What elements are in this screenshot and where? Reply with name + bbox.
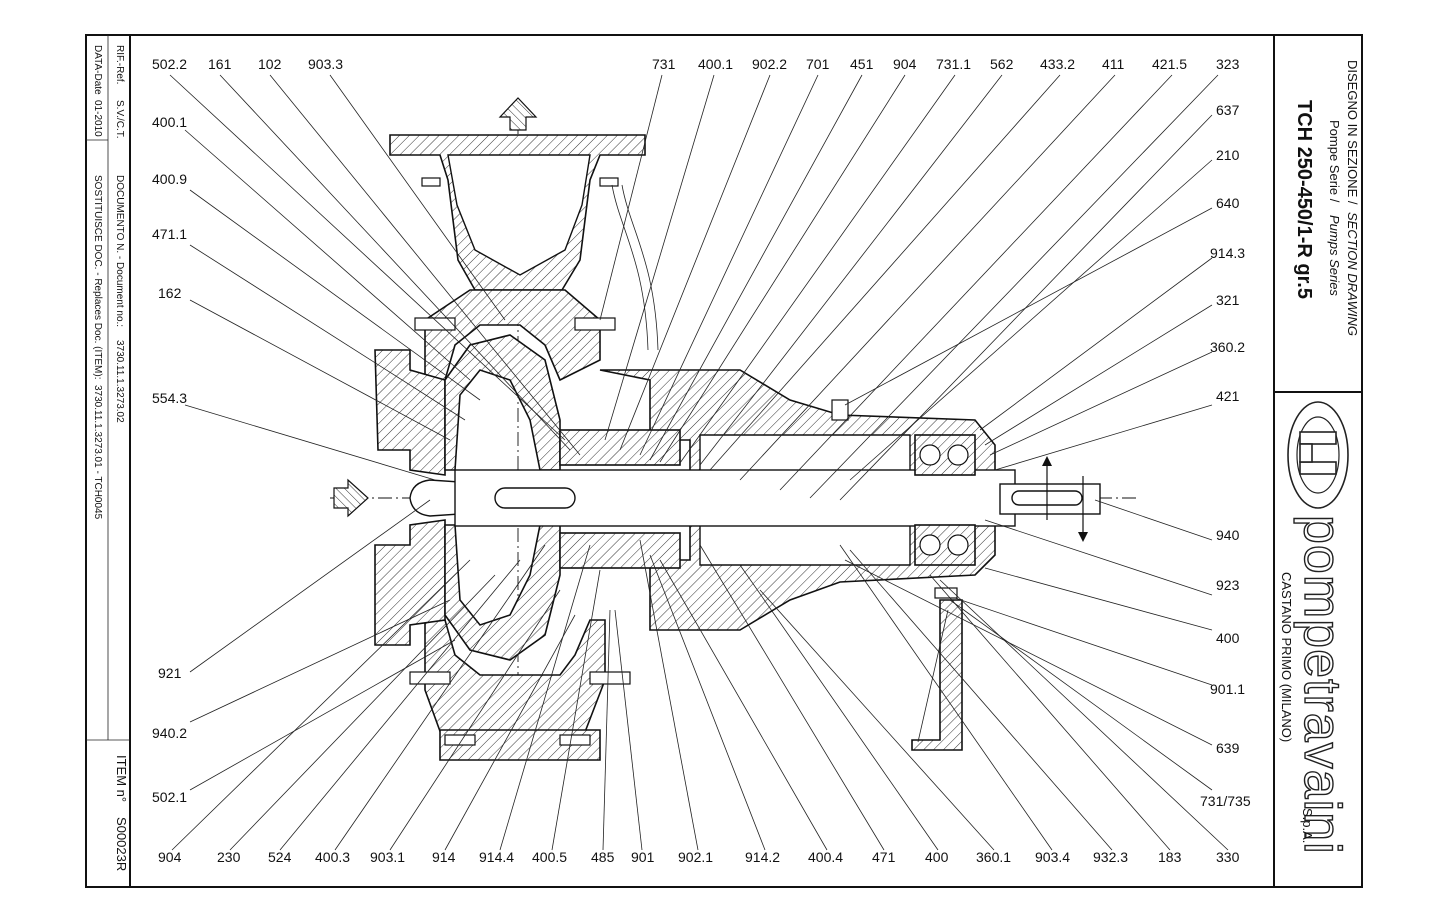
- label-top-6: 902.2: [752, 56, 787, 72]
- heading-it: DISEGNO IN SEZIONE /: [1345, 60, 1360, 205]
- label-bottom-19: 330: [1216, 849, 1240, 865]
- labels-bottom: 904 230 524 400.3 903.1 914 914.4 400.5 …: [158, 849, 1240, 865]
- label-left-7: 502.1: [152, 789, 187, 805]
- label-left-5: 921: [158, 665, 182, 681]
- label-top-5: 400.1: [698, 56, 733, 72]
- date-value: 01-2010: [92, 100, 103, 137]
- doc-label: DOCUMENTO N. - Document no.:: [114, 175, 125, 327]
- label-top-10: 731.1: [936, 56, 971, 72]
- label-right-10: 901.1: [1210, 681, 1245, 697]
- label-left-6: 940.2: [152, 725, 187, 741]
- label-top-14: 421.5: [1152, 56, 1187, 72]
- label-top-1: 161: [208, 56, 232, 72]
- bearing-set: [914, 434, 976, 566]
- date-label: DATA-Date: [92, 45, 103, 95]
- label-right-5: 360.2: [1210, 339, 1245, 355]
- label-bottom-11: 914.2: [745, 849, 780, 865]
- label-right-1: 210: [1216, 147, 1240, 163]
- arrow-right-icon: [333, 478, 369, 518]
- label-right-8: 923: [1216, 577, 1240, 593]
- label-right-0: 637: [1216, 102, 1240, 118]
- label-bottom-2: 524: [268, 849, 292, 865]
- label-bottom-1: 230: [217, 849, 241, 865]
- label-bottom-6: 914.4: [479, 849, 514, 865]
- drawing-frame: [85, 34, 1363, 888]
- label-right-6: 421: [1216, 388, 1240, 404]
- labels-top: 502.2 161 102 903.3 731 400.1 902.2 701 …: [152, 56, 1240, 72]
- label-bottom-14: 400: [925, 849, 949, 865]
- leader-lines: [169, 74, 1229, 851]
- title-block: DISEGNO IN SEZIONE / SECTION DRAWING Pom…: [1279, 60, 1360, 855]
- item-value: S00023R: [114, 817, 129, 871]
- label-left-0: 400.1: [152, 114, 187, 130]
- pump-section: [330, 120, 1140, 761]
- label-right-11: 639: [1216, 740, 1240, 756]
- label-top-11: 562: [990, 56, 1014, 72]
- label-right-12: 731/735: [1200, 793, 1251, 809]
- labels-left: 400.1 400.9 471.1 162 554.3 921 940.2 50…: [152, 114, 187, 805]
- replaces-value: 3730.11.1.3273.01 - TCH0045: [92, 385, 103, 520]
- label-bottom-0: 904: [158, 849, 182, 865]
- label-top-7: 701: [806, 56, 830, 72]
- record-block: RIF.-Ref. S.V./C.T. DOCUMENTO N. - Docum…: [86, 35, 130, 871]
- label-left-4: 554.3: [152, 390, 187, 406]
- series-it: Pompe Serie /: [1327, 120, 1342, 203]
- label-top-3: 903.3: [308, 56, 343, 72]
- label-right-9: 400: [1216, 630, 1240, 646]
- doc-value: 3730.11.1.3273.02: [114, 340, 125, 423]
- label-top-15: 323: [1216, 56, 1240, 72]
- ref-value: S.V./C.T.: [114, 100, 125, 139]
- item-label: ITEM n°: [114, 755, 129, 802]
- label-left-1: 400.9: [152, 171, 187, 187]
- label-top-8: 451: [850, 56, 874, 72]
- labels-right: 637 210 640 914.3 321 360.2 421 940 923 …: [1200, 102, 1251, 809]
- label-bottom-15: 360.1: [976, 849, 1011, 865]
- label-right-7: 940: [1216, 527, 1240, 543]
- replaces-label: SOSTITUISCE DOC. - Replaces Doc. (ITEM):: [92, 175, 103, 379]
- label-left-3: 162: [158, 285, 182, 301]
- label-bottom-18: 183: [1158, 849, 1182, 865]
- label-right-4: 321: [1216, 292, 1240, 308]
- label-bottom-8: 485: [591, 849, 615, 865]
- label-bottom-16: 903.4: [1035, 849, 1070, 865]
- label-top-9: 904: [893, 56, 917, 72]
- label-top-13: 411: [1102, 56, 1125, 72]
- label-right-2: 640: [1216, 195, 1240, 211]
- label-bottom-17: 932.3: [1093, 849, 1128, 865]
- arrow-up-icon: [498, 97, 538, 131]
- series-en: Pumps Series: [1327, 215, 1342, 296]
- label-bottom-12: 400.4: [808, 849, 843, 865]
- label-top-2: 102: [258, 56, 282, 72]
- label-bottom-3: 400.3: [315, 849, 350, 865]
- label-bottom-10: 902.1: [678, 849, 713, 865]
- label-right-3: 914.3: [1210, 245, 1245, 261]
- label-bottom-9: 901: [631, 849, 655, 865]
- label-top-12: 433.2: [1040, 56, 1075, 72]
- model-title: TCH 250-450/1-R gr.5: [1293, 100, 1315, 299]
- label-bottom-7: 400.5: [532, 849, 567, 865]
- label-top-4: 731: [652, 56, 676, 72]
- ref-label: RIF.-Ref.: [114, 45, 125, 84]
- label-top-0: 502.2: [152, 56, 187, 72]
- company-location: CASTANO PRIMO (MILANO): [1279, 572, 1294, 742]
- label-bottom-13: 471: [872, 849, 896, 865]
- label-bottom-5: 914: [432, 849, 456, 865]
- heading-en: SECTION DRAWING: [1345, 212, 1360, 336]
- company-suffix: S.p.A.: [1300, 808, 1315, 843]
- company-name: pompetravaini: [1293, 515, 1351, 855]
- company-logo-icon: [1287, 401, 1349, 509]
- label-bottom-4: 903.1: [370, 849, 405, 865]
- label-left-2: 471.1: [152, 226, 187, 242]
